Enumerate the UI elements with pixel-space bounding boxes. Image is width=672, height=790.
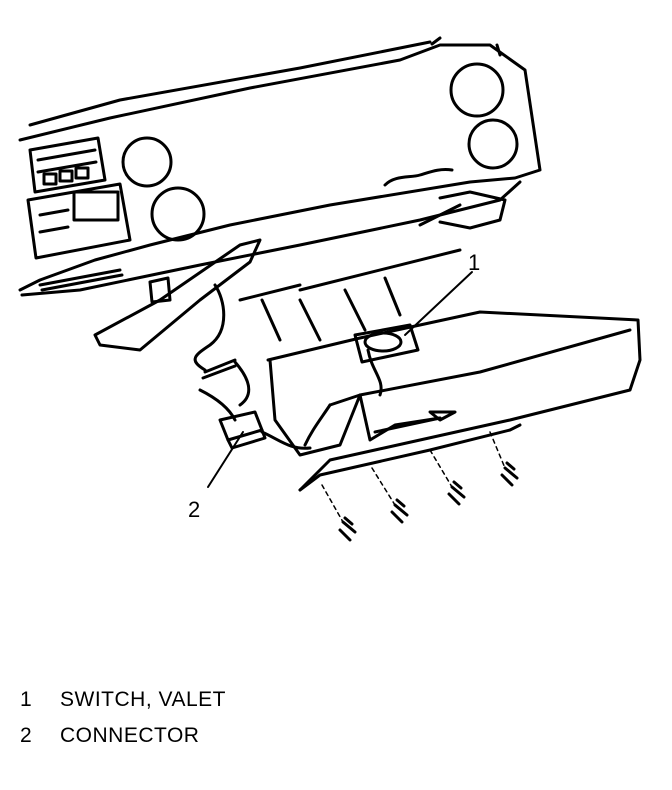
legend-item: 1 SWITCH, VALET (20, 688, 440, 724)
callout-leader-1 (404, 271, 473, 336)
instrument-panel-diagram: 1 2 (18, 36, 642, 542)
callout-number-2: 2 (188, 497, 200, 522)
legend: 1 SWITCH, VALET 2 CONNECTOR (20, 688, 440, 760)
callout-number-1: 1 (468, 250, 480, 275)
legend-label: SWITCH, VALET (60, 688, 226, 711)
callout-leader-2 (207, 431, 244, 488)
instrument-panel-illustration (18, 36, 542, 297)
legend-item: 2 CONNECTOR (20, 724, 440, 760)
lower-bracket-illustration (93, 190, 507, 422)
legend-number: 1 (20, 688, 33, 711)
connector-illustration (218, 410, 312, 450)
glove-box-illustration (260, 276, 642, 492)
screw-icon (321, 431, 519, 542)
legend-label: CONNECTOR (60, 724, 200, 747)
legend-number: 2 (20, 724, 33, 747)
valet-switch-illustration (353, 323, 420, 397)
